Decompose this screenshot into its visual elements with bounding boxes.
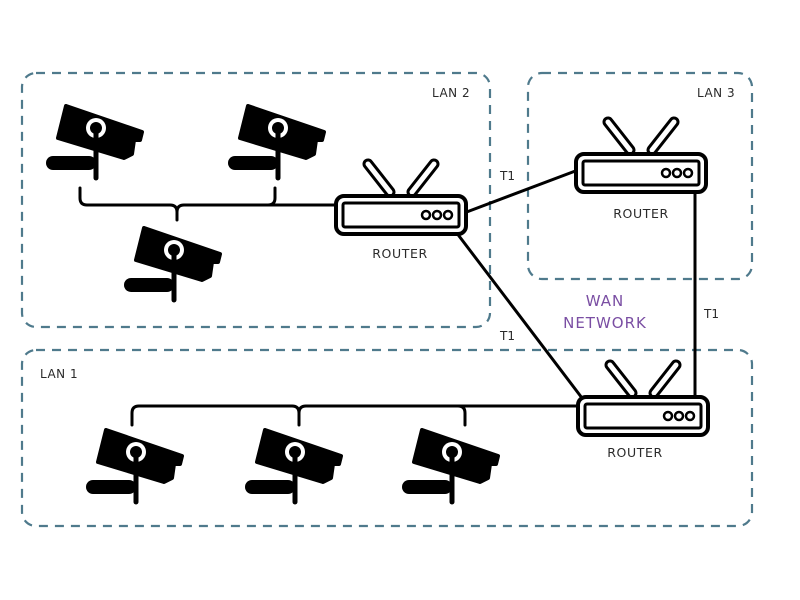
camera-icon [228,106,324,178]
lan1-bus [130,404,584,427]
router-icon [576,122,706,192]
router-label-lan1: ROUTER [607,445,663,460]
lan3-boundary [526,71,754,281]
router-icon [578,365,708,435]
t1-label-lan3-lan1: T1 [703,307,719,321]
router-label-lan3: ROUTER [613,206,669,221]
lan2-label: LAN 2 [432,86,470,100]
camera-icon [402,430,498,502]
router-icon [336,164,466,234]
lan2-boundary [20,71,492,329]
t1-label-lan2-lan3: T1 [499,169,515,183]
lan3-label: LAN 3 [697,86,735,100]
camera-icon [86,430,182,502]
camera-icon [245,430,341,502]
camera-icon [46,106,142,178]
wan-label-line2: NETWORK [563,314,647,332]
lan2-bus [78,186,340,222]
lan1-label: LAN 1 [40,367,78,381]
camera-icon [124,228,220,300]
t1-link-lan2-lan3 [462,168,580,215]
wan-label-line1: WAN [586,292,625,310]
router-label-lan2: ROUTER [372,246,428,261]
t1-link-lan2-lan1 [454,230,584,400]
t1-label-lan2-lan1: T1 [499,329,515,343]
